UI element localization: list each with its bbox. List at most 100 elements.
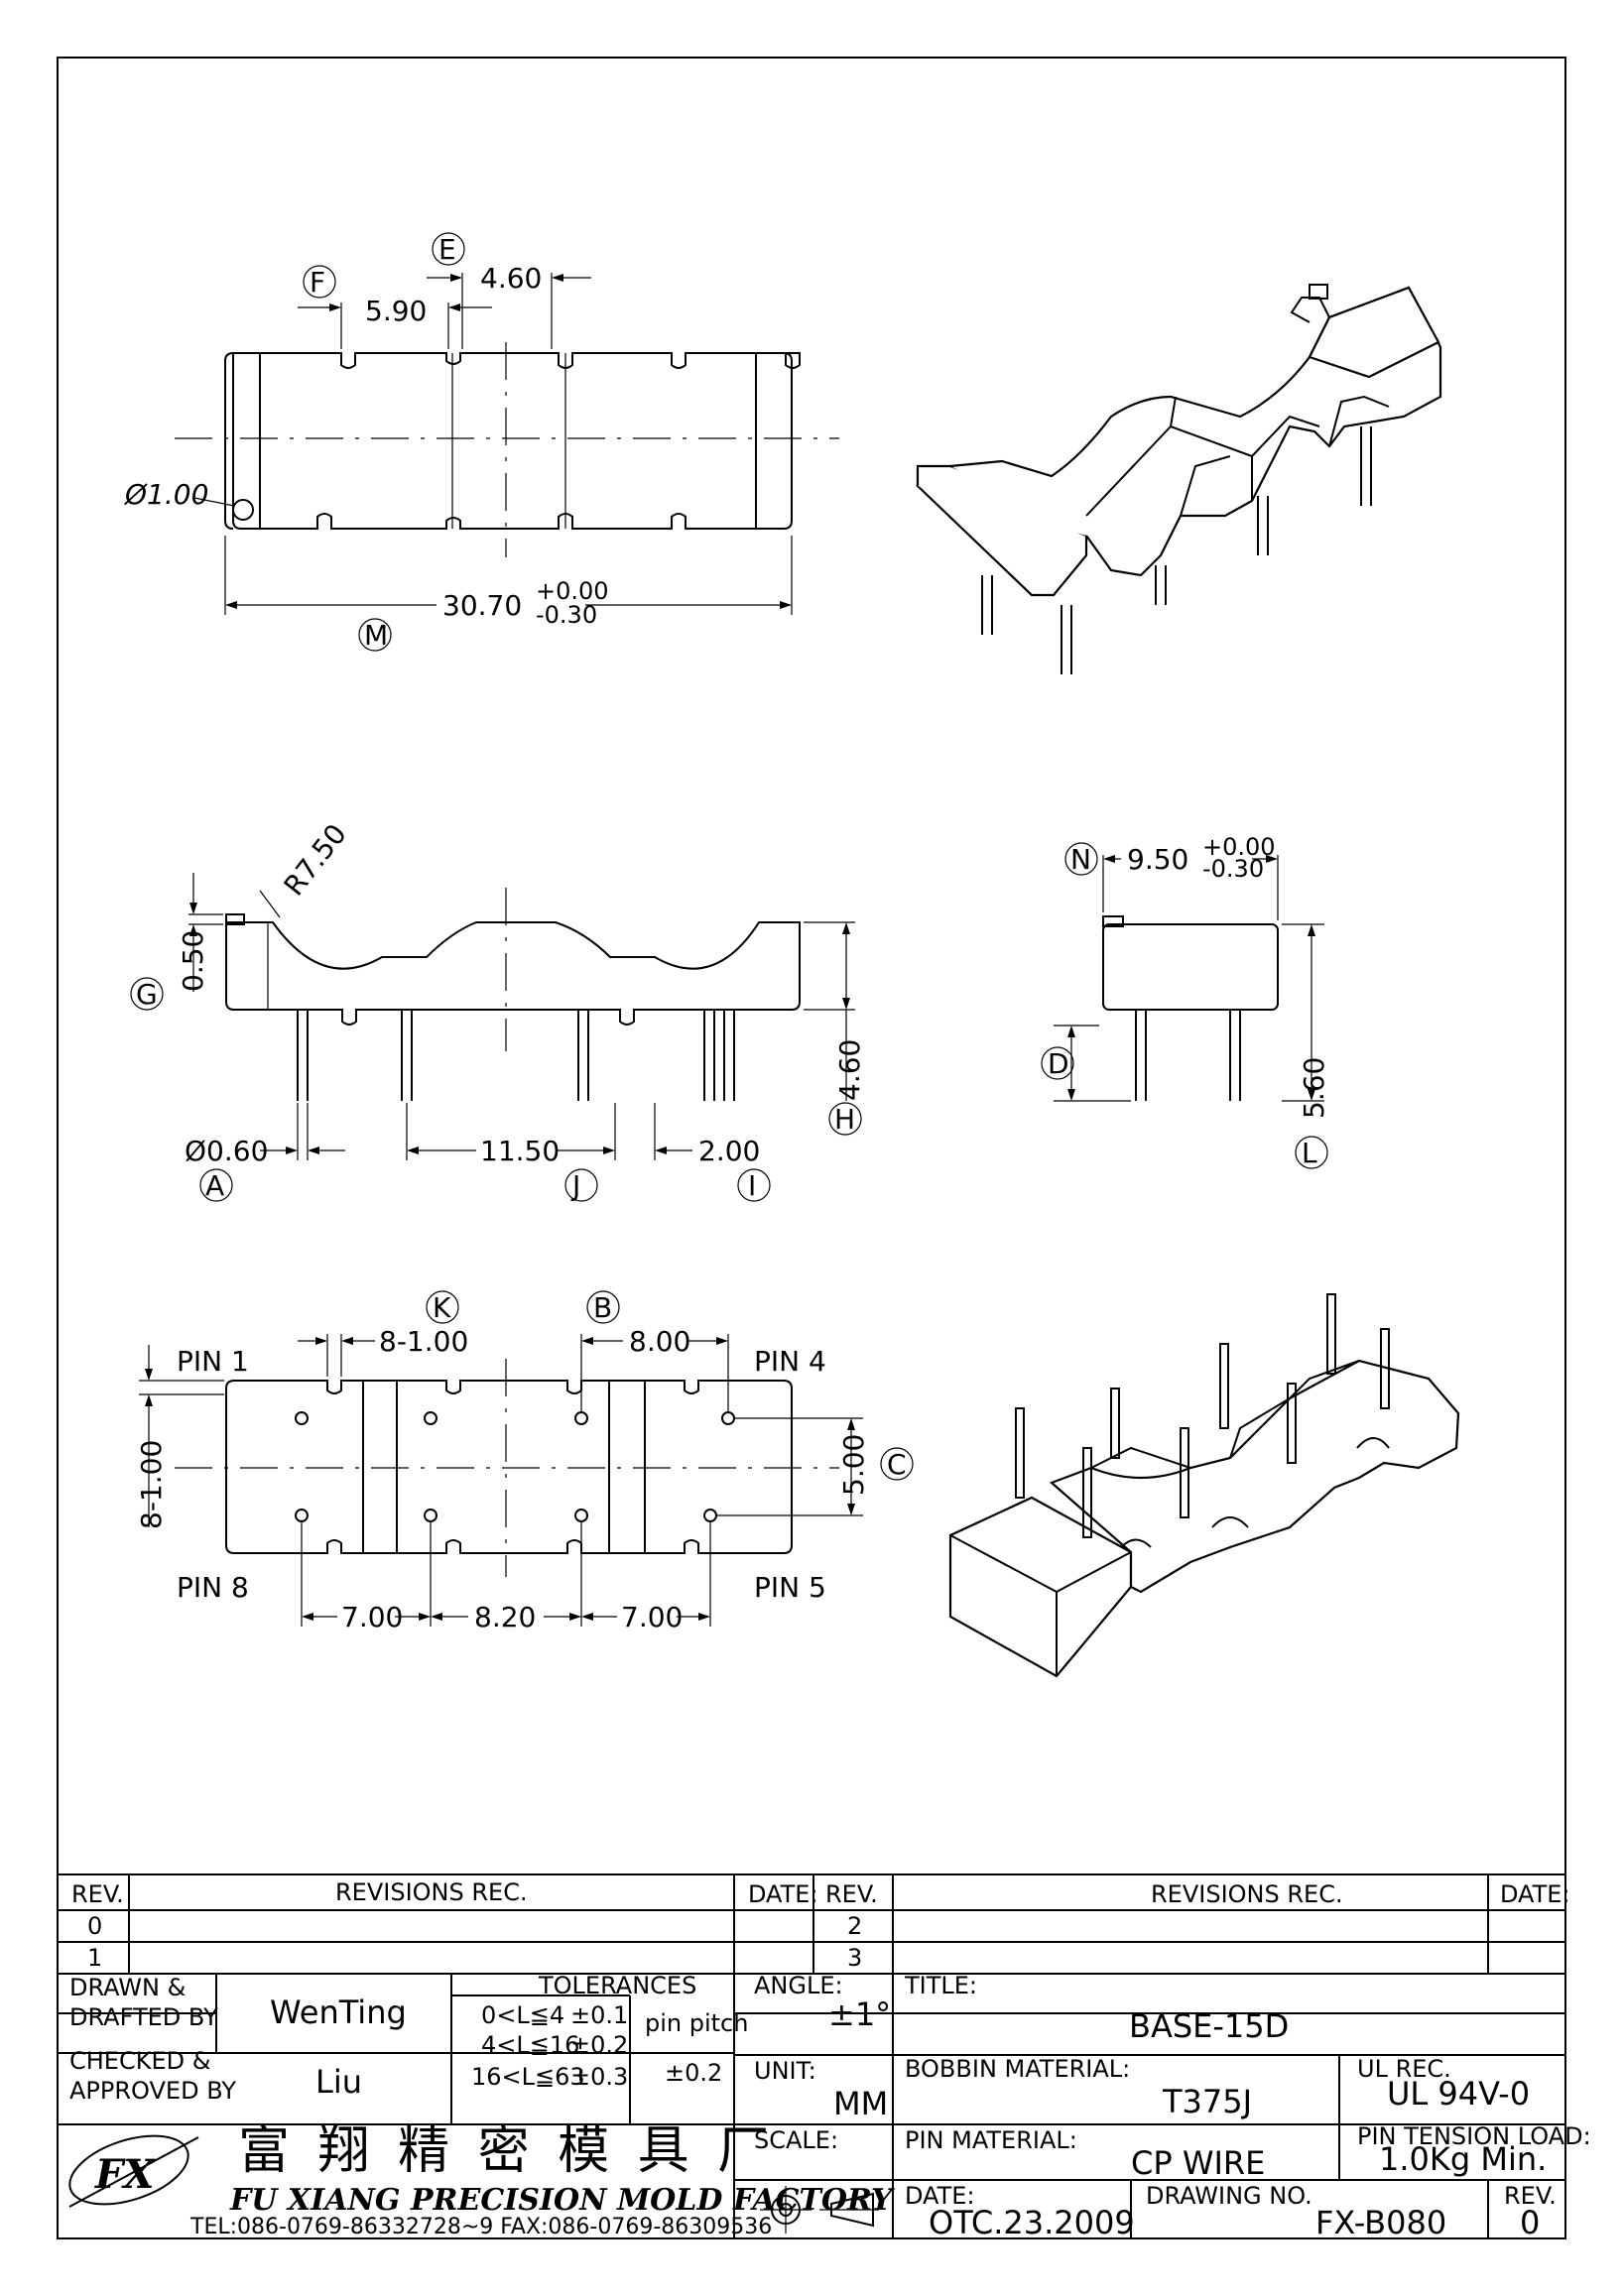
bobbin-material-value: T375J xyxy=(1162,2083,1252,2120)
unit-value: MM xyxy=(833,2085,888,2122)
label-H: H xyxy=(834,1103,855,1136)
pin-tension-value: 1.0Kg Min. xyxy=(1379,2140,1547,2178)
dim-5-60: 5.60 xyxy=(1298,1057,1330,1119)
rev-row-0: 0 xyxy=(87,1912,102,1940)
angle-label: ANGLE: xyxy=(754,1972,843,1999)
dim-5-00: 5.00 xyxy=(837,1434,870,1496)
rev-row-1: 1 xyxy=(87,1944,102,1972)
svg-text:FX: FX xyxy=(94,2151,156,2198)
revisions-header-right: REVISIONS REC. xyxy=(1151,1880,1343,1908)
dim-2-00: 2.00 xyxy=(698,1135,760,1167)
ul-rec-value: UL 94V-0 xyxy=(1387,2075,1530,2113)
iso-view-top xyxy=(915,284,1442,674)
checked-label-1: CHECKED & xyxy=(69,2047,210,2075)
iso-view-bottom xyxy=(948,1293,1460,1678)
dim-8-00: 8.00 xyxy=(629,1325,690,1358)
svg-text:+0.00: +0.00 xyxy=(536,577,609,605)
rev-header-right: REV. xyxy=(825,1880,878,1908)
company-name-cn: 富 翔 精 密 模 具 厂 xyxy=(238,2121,775,2181)
label-C: C xyxy=(887,1448,907,1481)
checked-label-2: APPROVED BY xyxy=(69,2077,236,2105)
rev-row-2: 2 xyxy=(847,1912,862,1940)
label-F: F xyxy=(310,266,325,299)
label-pin8: PIN 8 xyxy=(177,1571,249,1604)
svg-text:-0.30: -0.30 xyxy=(1202,855,1264,883)
side-view: 9.50 +0.00 -0.30 N 5.60 L D xyxy=(1041,833,1330,1169)
pin-pitch-label: pin pitch xyxy=(645,2009,748,2037)
label-pin1: PIN 1 xyxy=(177,1345,249,1378)
front-view: R7.50 0.50 G 4.60 H Ø0.60 A 11.50 J 2.00… xyxy=(130,818,866,1202)
dim-7-00-right: 7.00 xyxy=(621,1601,683,1633)
dim-5-90: 5.90 xyxy=(365,295,427,327)
svg-text:-0.30: -0.30 xyxy=(536,601,597,629)
drawing-no-label: DRAWING NO. xyxy=(1146,2182,1312,2210)
dim-radius: R7.50 xyxy=(278,818,353,903)
svg-text:+0.00: +0.00 xyxy=(1202,833,1276,861)
dim-hole: Ø1.00 xyxy=(124,478,208,511)
label-M: M xyxy=(364,619,388,652)
label-J: J xyxy=(570,1169,580,1202)
dim-0-50: 0.50 xyxy=(177,930,209,992)
dim-4-60: 4.60 xyxy=(833,1039,866,1101)
dim-length: 30.70 xyxy=(442,589,522,622)
dim-8-1-00-top: 8-1.00 xyxy=(379,1325,468,1358)
rev-row-3: 3 xyxy=(847,1944,862,1972)
unit-label: UNIT: xyxy=(754,2057,816,2085)
drawing-title: BASE-15D xyxy=(1129,2007,1289,2045)
label-N: N xyxy=(1070,843,1091,876)
pin-pitch-value: ±0.2 xyxy=(665,2059,722,2087)
label-G: G xyxy=(136,978,158,1011)
rev-value: 0 xyxy=(1520,2204,1540,2241)
label-D: D xyxy=(1048,1047,1069,1080)
label-E: E xyxy=(438,233,456,266)
company-name-en: FU XIANG PRECISION MOLD FACTORY xyxy=(229,2183,895,2218)
dim-8-20: 8.20 xyxy=(474,1601,536,1633)
top-view: 5.90 4.60 F E Ø1.00 30.70 +0.00 -0.30 M xyxy=(124,232,839,652)
svg-text:0<L≦4: 0<L≦4 xyxy=(481,2001,564,2029)
label-A: A xyxy=(205,1169,224,1202)
dim-11-50: 11.50 xyxy=(480,1135,560,1167)
ul-rec-label: UL REC. xyxy=(1357,2055,1451,2083)
svg-text:±0.1: ±0.1 xyxy=(570,2001,628,2029)
svg-text:±0.3: ±0.3 xyxy=(570,2063,628,2091)
sheet-border xyxy=(57,57,1566,2239)
date-header-left: DATE: xyxy=(748,1880,818,1908)
date-header-right: DATE: xyxy=(1500,1880,1570,1908)
drawn-label-2: DRAFTED BY xyxy=(69,2003,218,2031)
date-value: OTC.23.2009 xyxy=(929,2204,1135,2241)
dim-8-1-00-side: 8-1.00 xyxy=(135,1440,168,1529)
svg-text:±0.2: ±0.2 xyxy=(570,2031,628,2059)
label-pin4: PIN 4 xyxy=(754,1345,826,1378)
dim-pin-dia: Ø0.60 xyxy=(185,1135,268,1167)
dim-7-00-left: 7.00 xyxy=(341,1601,403,1633)
rev-header-left: REV. xyxy=(71,1880,124,1908)
svg-text:4<L≦16: 4<L≦16 xyxy=(481,2031,579,2059)
bobbin-material-label: BOBBIN MATERIAL: xyxy=(905,2055,1130,2083)
rev-label: REV. xyxy=(1504,2182,1557,2210)
date-label: DATE: xyxy=(905,2182,975,2210)
projection-symbol-icon xyxy=(760,2186,879,2234)
title-block: REV. REVISIONS REC. DATE: REV. REVISIONS… xyxy=(58,1873,1591,2241)
label-K: K xyxy=(433,1291,451,1324)
dim-9-50: 9.50 xyxy=(1127,843,1188,876)
company-logo-icon: FX xyxy=(68,2134,199,2208)
label-B: B xyxy=(593,1291,612,1324)
pin-tension-label: PIN TENSION LOAD: xyxy=(1357,2122,1591,2150)
drawn-by: WenTing xyxy=(270,1994,407,2031)
tolerances-label: TOLERANCES xyxy=(538,1972,696,1999)
bottom-view: PIN 1 PIN 4 PIN 8 PIN 5 8-1.00 K 8.00 B … xyxy=(135,1290,914,1633)
scale-label: SCALE: xyxy=(754,2126,838,2154)
svg-text:16<L≦63: 16<L≦63 xyxy=(471,2063,585,2091)
label-pin5: PIN 5 xyxy=(754,1571,826,1604)
company-contact: TEL:086-0769-86332728~9 FAX:086-0769-863… xyxy=(189,2215,772,2239)
label-I: I xyxy=(748,1169,756,1202)
pin-material-value: CP WIRE xyxy=(1131,2144,1265,2182)
drawn-label-1: DRAWN & xyxy=(69,1974,186,2001)
pin-material-label: PIN MATERIAL: xyxy=(905,2126,1077,2154)
label-L: L xyxy=(1302,1137,1317,1169)
title-label: TITLE: xyxy=(904,1972,977,1999)
angle-value: ±1° xyxy=(828,1995,891,2033)
revisions-header-left: REVISIONS REC. xyxy=(335,1878,528,1906)
dim-4-60-top: 4.60 xyxy=(480,262,542,295)
